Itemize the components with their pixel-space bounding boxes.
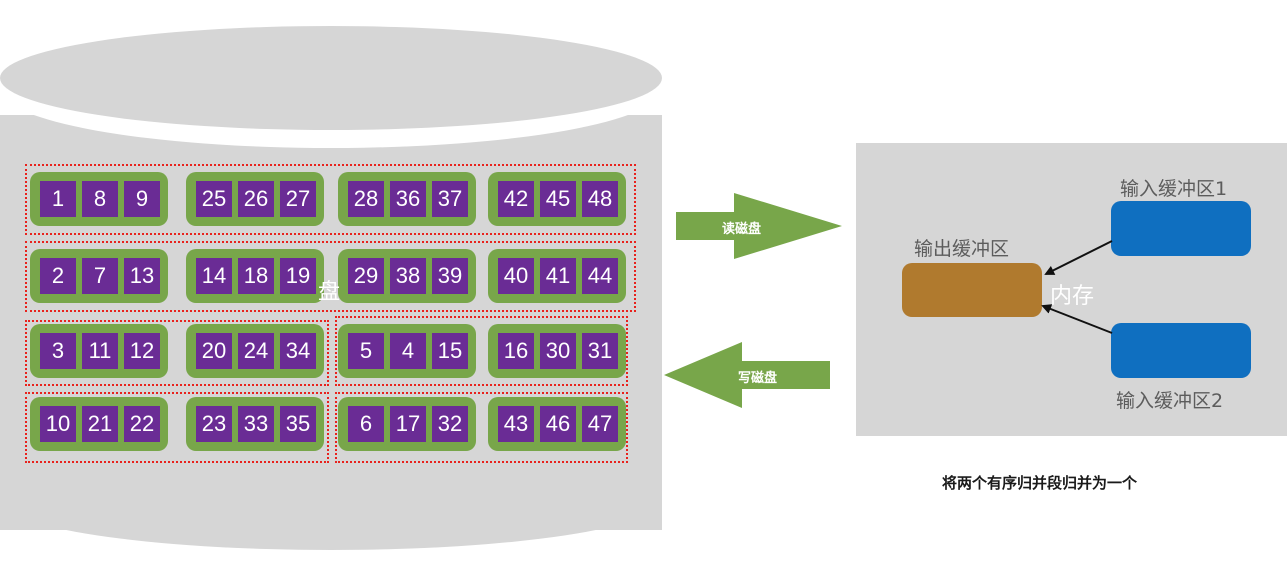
record-cell: 24 — [238, 333, 274, 369]
read-disk-label: 读磁盘 — [722, 222, 762, 237]
memory-label: 内存 — [1050, 284, 1095, 309]
record-cell: 40 — [498, 258, 534, 294]
record-cell: 16 — [498, 333, 534, 369]
disk-label: 盘 — [318, 280, 341, 305]
caption: 将两个有序归并段归并为一个 — [942, 474, 1138, 492]
record-cell: 26 — [238, 181, 274, 217]
record-cell: 7 — [82, 258, 118, 294]
record-cell: 6 — [348, 406, 384, 442]
run-outline-row-4-right — [335, 392, 628, 463]
record-cell: 42 — [498, 181, 534, 217]
record-cell: 25 — [196, 181, 232, 217]
record-cell: 30 — [540, 333, 576, 369]
run-outline-row-1 — [25, 164, 636, 235]
record-cell: 46 — [540, 406, 576, 442]
write-disk-label: 写磁盘 — [738, 371, 778, 386]
record-cell: 43 — [498, 406, 534, 442]
record-cell: 22 — [124, 406, 160, 442]
record-cell: 2 — [40, 258, 76, 294]
input-buffer-1 — [1111, 201, 1251, 256]
record-cell: 12 — [124, 333, 160, 369]
output-buffer — [902, 263, 1042, 317]
record-cell: 13 — [124, 258, 160, 294]
record-cell: 31 — [582, 333, 618, 369]
record-cell: 1 — [40, 181, 76, 217]
record-cell: 20 — [196, 333, 232, 369]
output-buffer-label: 输出缓冲区 — [914, 238, 1010, 260]
record-cell: 39 — [432, 258, 468, 294]
record-cell: 9 — [124, 181, 160, 217]
record-cell: 37 — [432, 181, 468, 217]
run-outline-row-4-left — [25, 392, 329, 463]
record-cell: 44 — [582, 258, 618, 294]
record-cell: 14 — [196, 258, 232, 294]
record-cell: 21 — [82, 406, 118, 442]
read-disk-arrow — [676, 193, 842, 259]
write-disk-arrow — [664, 342, 830, 408]
record-cell: 19 — [280, 258, 316, 294]
record-cell: 47 — [582, 406, 618, 442]
record-cell: 34 — [280, 333, 316, 369]
record-cell: 17 — [390, 406, 426, 442]
record-cell: 29 — [348, 258, 384, 294]
run-outline-row-3-left — [25, 320, 329, 386]
record-cell: 35 — [280, 406, 316, 442]
merge-arrow-from-input-1 — [1044, 240, 1113, 275]
record-cell: 36 — [390, 181, 426, 217]
record-cell: 28 — [348, 181, 384, 217]
record-cell: 27 — [280, 181, 316, 217]
record-cell: 41 — [540, 258, 576, 294]
record-cell: 10 — [40, 406, 76, 442]
record-cell: 38 — [390, 258, 426, 294]
record-cell: 11 — [82, 333, 118, 369]
record-cell: 18 — [238, 258, 274, 294]
record-cell: 48 — [582, 181, 618, 217]
record-cell: 15 — [432, 333, 468, 369]
run-outline-row-3-right — [335, 316, 628, 386]
record-cell: 3 — [40, 333, 76, 369]
input-buffer-2 — [1111, 323, 1251, 378]
input-buffer-1-label: 输入缓冲区1 — [1120, 178, 1228, 200]
record-cell: 45 — [540, 181, 576, 217]
run-outline-row-2 — [25, 241, 636, 312]
record-cell: 32 — [432, 406, 468, 442]
record-cell: 8 — [82, 181, 118, 217]
record-cell: 5 — [348, 333, 384, 369]
record-cell: 23 — [196, 406, 232, 442]
disk-cylinder-top — [0, 26, 662, 130]
record-cell: 4 — [390, 333, 426, 369]
merge-arrow-from-input-2 — [1041, 304, 1113, 334]
record-cell: 33 — [238, 406, 274, 442]
input-buffer-2-label: 输入缓冲区2 — [1116, 390, 1224, 412]
